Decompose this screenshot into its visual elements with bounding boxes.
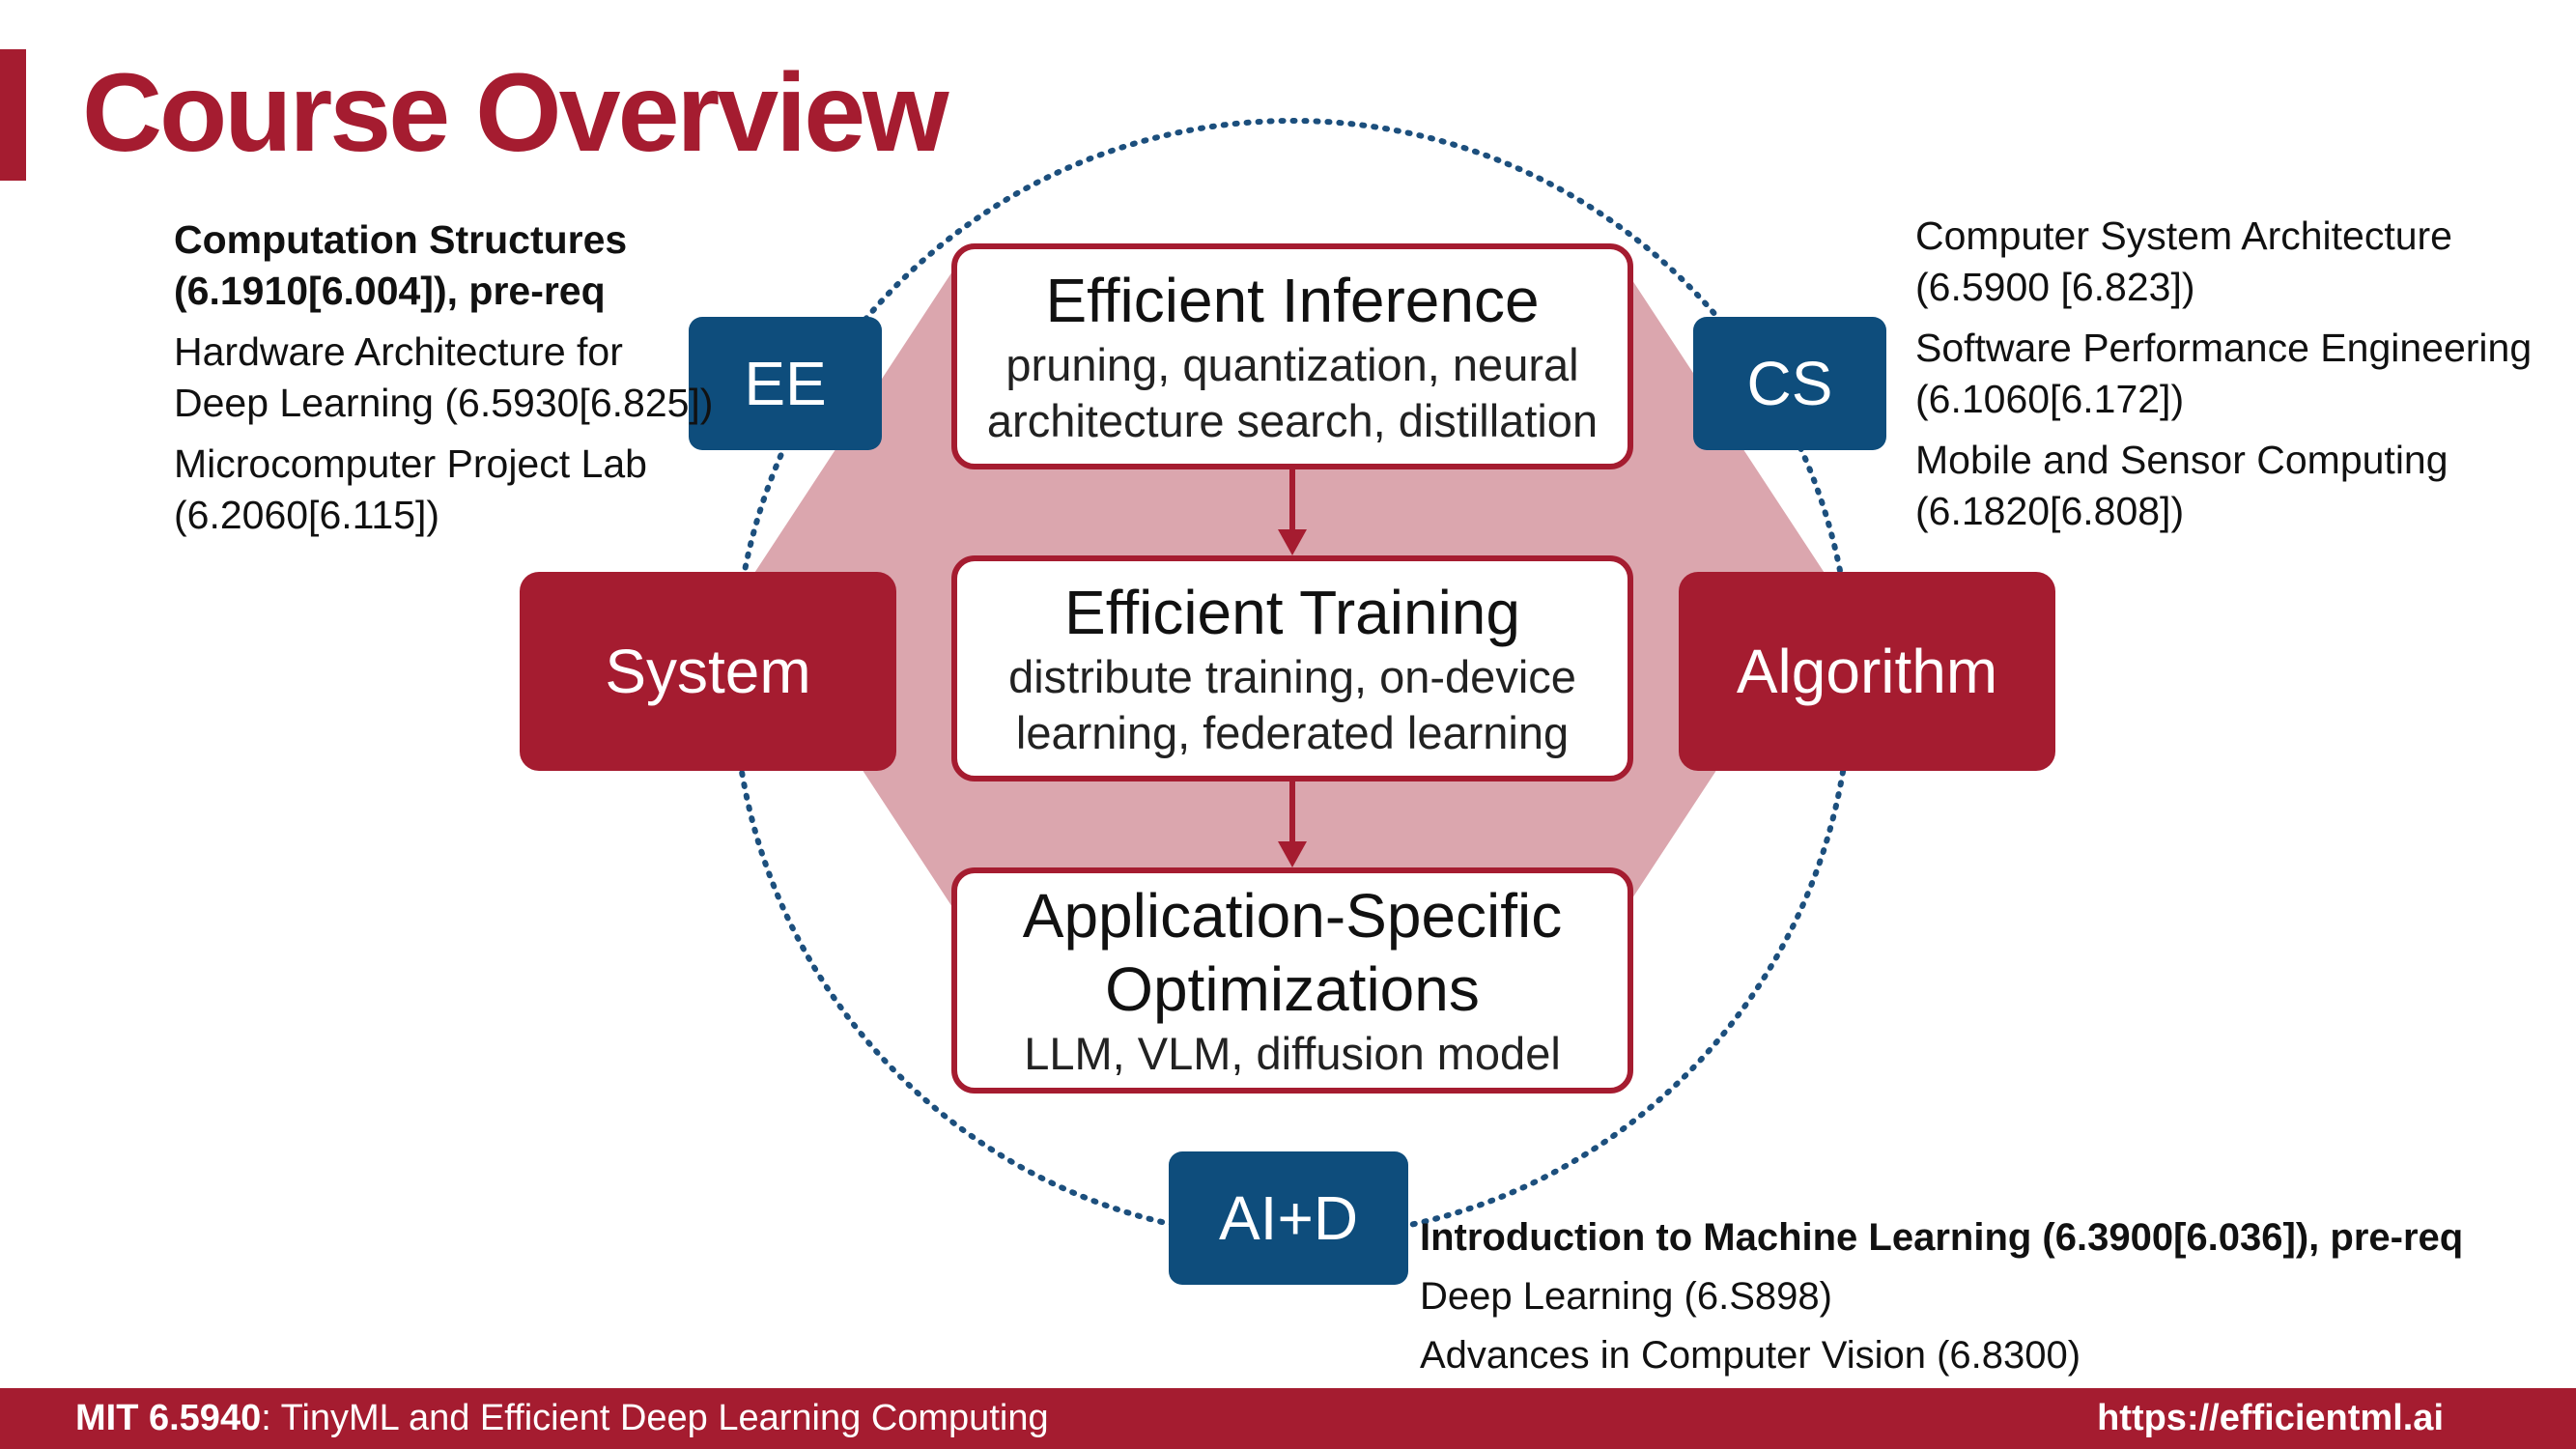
page-title: Course Overview	[82, 51, 949, 175]
aid-label: AI+D	[1218, 1183, 1359, 1253]
footer-bar: MIT 6.5940: TinyML and Efficient Deep Le…	[0, 1388, 2576, 1449]
efficient-training-title: Efficient Training	[1064, 578, 1520, 647]
application-specific-subtitle: LLM, VLM, diffusion model	[1024, 1028, 1561, 1079]
efficient-training-box: Efficient Training distribute training, …	[951, 555, 1633, 781]
algorithm-label: Algorithm	[1736, 637, 1998, 706]
title-accent-bar	[0, 49, 26, 181]
arrowhead-1	[1278, 529, 1307, 555]
ee-course-item: Microcomputer Project Lab (6.2060[6.115]…	[174, 441, 647, 537]
cs-course-item: Mobile and Sensor Computing (6.1820[6.80…	[1915, 438, 2449, 533]
ee-label: EE	[744, 349, 827, 418]
aid-course-item: Introduction to Machine Learning (6.3900…	[1420, 1216, 2464, 1259]
cs-badge: CS	[1693, 317, 1886, 450]
ee-course-item: Hardware Architecture for Deep Learning …	[174, 329, 714, 425]
ee-badge: EE	[689, 317, 882, 450]
cs-course-item: Software Performance Engineering (6.1060…	[1915, 326, 2533, 421]
footer-course-code: MIT 6.5940	[75, 1398, 262, 1438]
cs-course-list: Computer System Architecture (6.5900 [6.…	[1915, 211, 2572, 547]
application-specific-title: Application-Specific Optimizations	[1022, 881, 1563, 1024]
aid-course-list: Introduction to Machine Learning (6.3900…	[1420, 1213, 2560, 1379]
footer-course-title: MIT 6.5940: TinyML and Efficient Deep Le…	[75, 1398, 1049, 1439]
aid-course-item: Deep Learning (6.S898)	[1420, 1275, 1832, 1318]
cs-label: CS	[1746, 349, 1833, 418]
arrowhead-2	[1278, 841, 1307, 867]
ee-course-item: Computation Structures (6.1910[6.004]), …	[174, 217, 628, 313]
cs-course-item: Computer System Architecture (6.5900 [6.…	[1915, 213, 2452, 309]
efficient-inference-title: Efficient Inference	[1045, 266, 1540, 335]
system-box: System	[520, 572, 896, 771]
efficient-inference-box: Efficient Inference pruning, quantizatio…	[951, 243, 1633, 469]
algorithm-box: Algorithm	[1679, 572, 2055, 771]
efficient-inference-subtitle: pruning, quantization, neural architectu…	[986, 339, 1599, 446]
aid-course-item: Advances in Computer Vision (6.8300)	[1420, 1334, 2081, 1377]
efficient-training-subtitle: distribute training, on-device learning,…	[1008, 651, 1576, 758]
application-specific-box: Application-Specific Optimizations LLM, …	[951, 867, 1633, 1094]
aid-badge: AI+D	[1169, 1151, 1408, 1285]
footer-course-name: : TinyML and Efficient Deep Learning Com…	[261, 1398, 1049, 1438]
ee-course-list: Computation Structures (6.1910[6.004]), …	[174, 214, 715, 551]
system-label: System	[605, 637, 811, 706]
footer-url[interactable]: https://efficientml.ai	[2097, 1398, 2444, 1438]
